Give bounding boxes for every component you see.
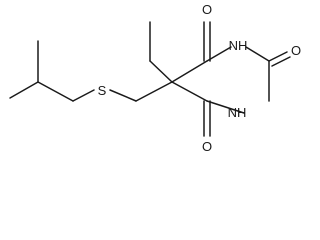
bond-ch2-sulfur [72,89,95,102]
bond-isobutyl-ch-ch2 [37,81,74,102]
bond-sulfur-ch2 [109,89,137,102]
bond-isobutyl-methyl-left [9,81,39,99]
bond-c6-c5 [171,81,208,102]
oxygen-right-label: O [291,43,301,58]
bond-ch2-quaternary-carbon [135,81,173,102]
bond-c2-oxygen-right-b [271,56,291,67]
barbiturate-ring [171,21,291,137]
oxygen-bottom-label: O [202,139,212,154]
bond-n3-c2 [245,46,270,62]
bond-c4-n3 [206,46,232,62]
nh-top-label: NH [229,38,248,53]
oxygen-top-label: O [202,2,212,17]
thioether-linkage [109,81,173,102]
nh-bottom-label: NH [228,105,247,120]
bond-n1-c6 [206,100,245,114]
chemical-structure-diagram: S O NH O NH O [9,2,301,154]
ethyl-group [149,21,173,83]
bond-c2-oxygen-right-a [268,51,288,62]
bond-quaternary-carbon-ethyl [149,60,173,83]
bond-c5-c4 [171,60,208,83]
isobutyl-group [9,40,95,102]
sulfur-label: S [98,83,107,98]
